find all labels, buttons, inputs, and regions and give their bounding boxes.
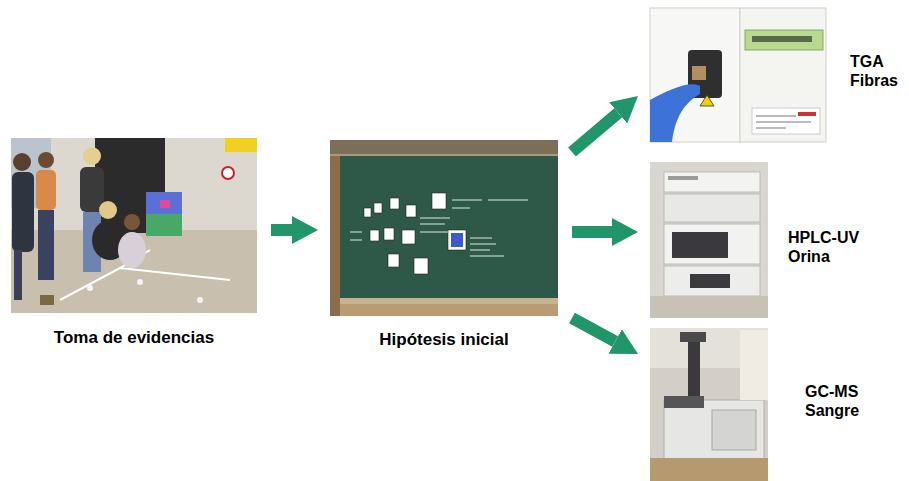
process-box: TGA Fibras xyxy=(650,8,906,142)
flow-arrow xyxy=(572,226,612,238)
gcms-photo xyxy=(650,328,768,481)
node-label: Hipótesis inicial xyxy=(330,330,558,350)
hplc-photo xyxy=(650,162,768,318)
tga-photo xyxy=(650,8,826,142)
flow-arrow xyxy=(271,224,292,236)
node-label: HPLC-UV Orina xyxy=(788,228,870,266)
node-label: TGA Fibras xyxy=(850,52,904,90)
node-label: GC-MS Sangre xyxy=(805,382,869,420)
flow-arrow xyxy=(572,318,615,342)
node-label: Toma de evidencias xyxy=(11,328,257,348)
process-box: GC-MS Sangre xyxy=(650,328,872,478)
process-box: Hipótesis inicial xyxy=(330,140,560,354)
evidence-photo xyxy=(11,138,257,313)
process-box: HPLC-UV Orina xyxy=(650,162,872,318)
chalkboard-photo xyxy=(330,140,558,316)
flow-arrow xyxy=(572,113,618,152)
process-box: Toma de evidencias xyxy=(11,138,259,353)
